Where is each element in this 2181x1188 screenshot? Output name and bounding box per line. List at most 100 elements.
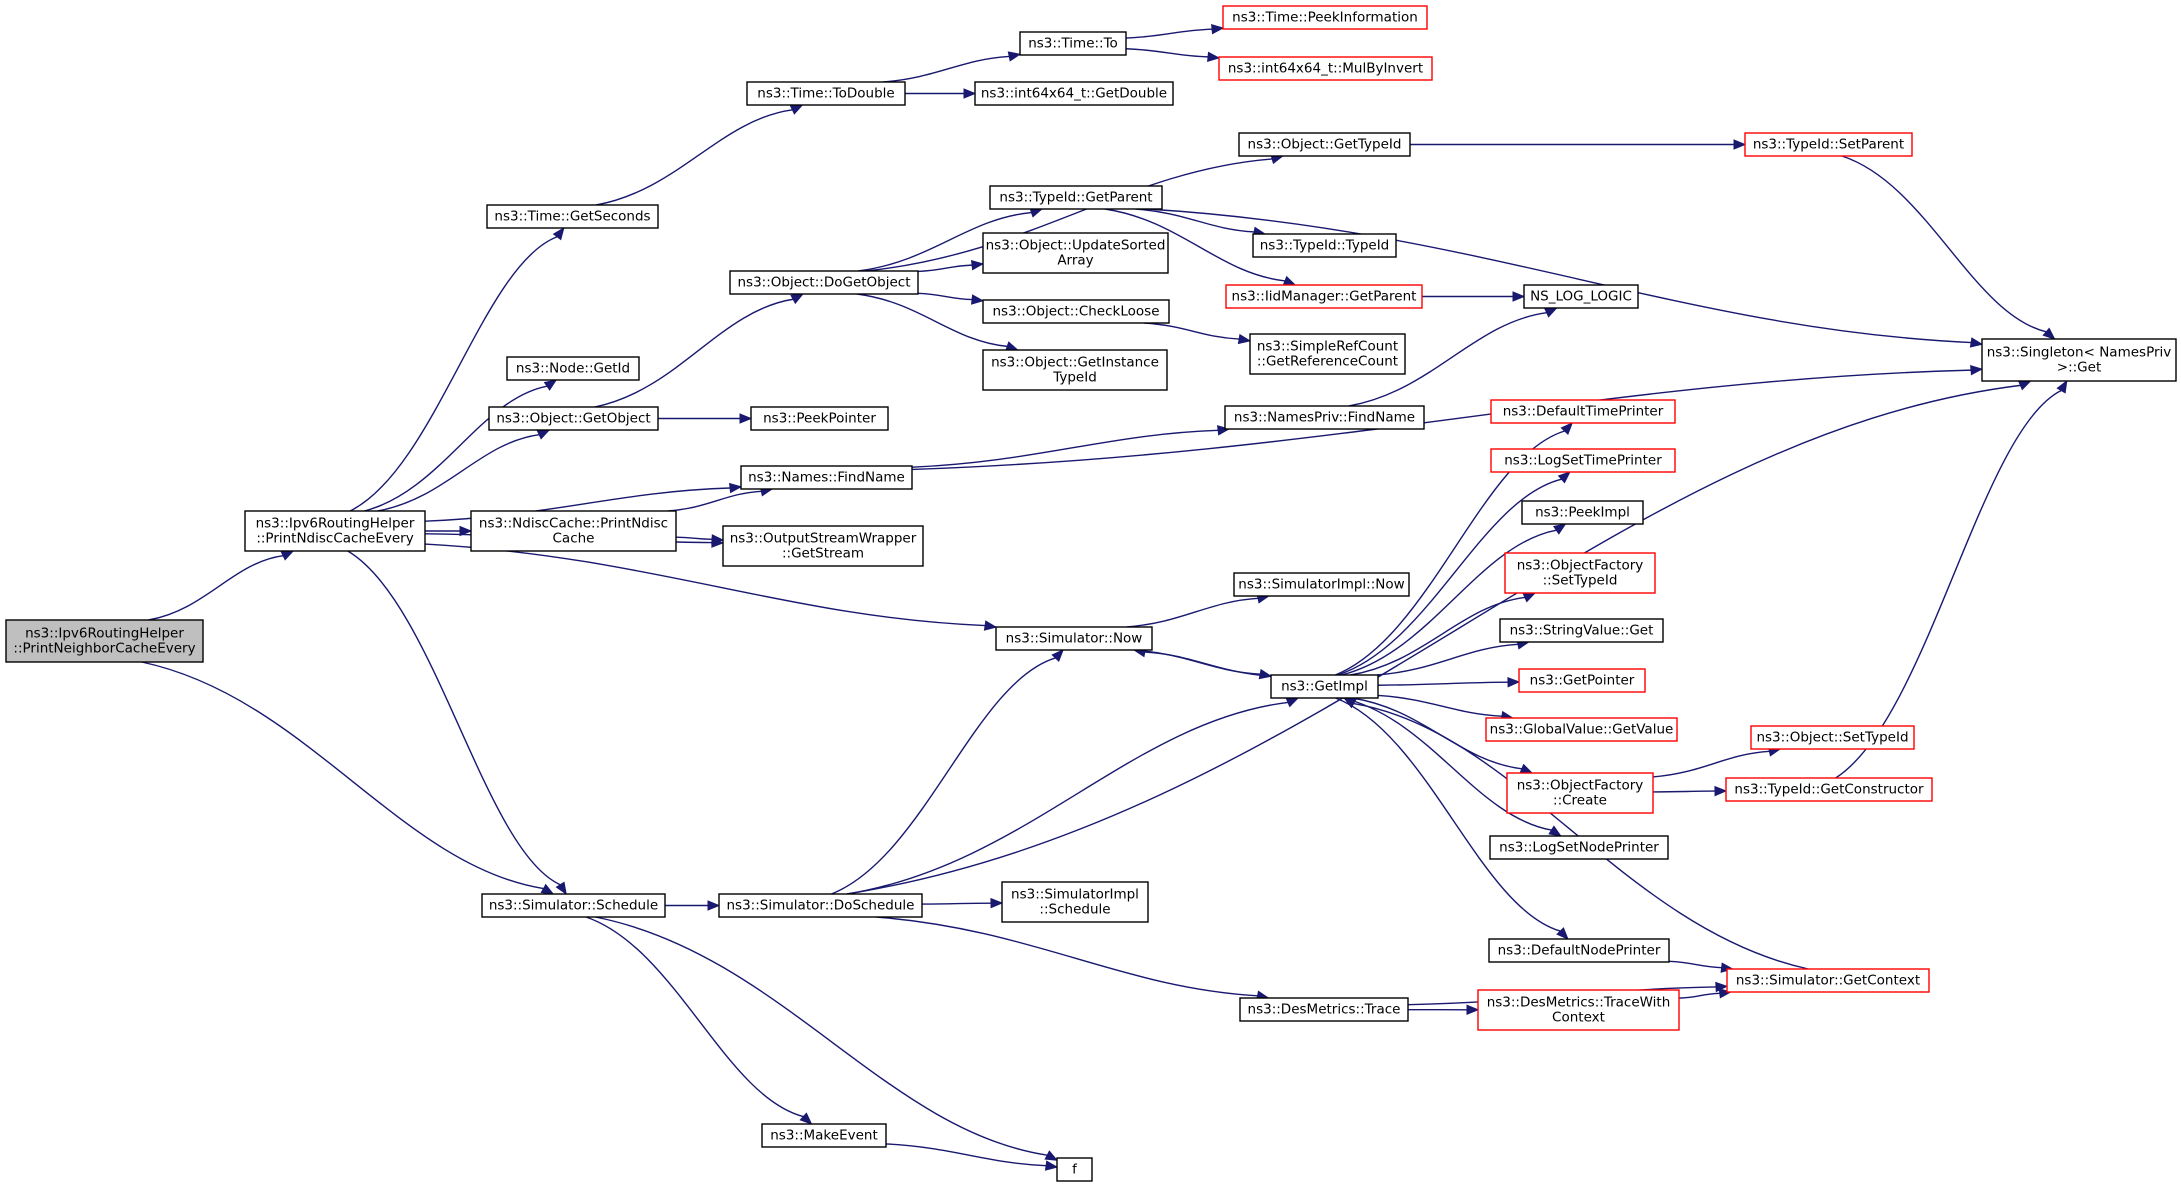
node-label: ::Create bbox=[1553, 793, 1607, 809]
node-nodeGetId[interactable]: ns3::Node::GetId bbox=[506, 356, 640, 381]
node-namesFind[interactable]: ns3::Names::FindName bbox=[740, 465, 913, 490]
node-label: ns3::Time::ToDouble bbox=[757, 86, 894, 102]
node-schedule[interactable]: ns3::Simulator::Schedule bbox=[481, 893, 666, 918]
node-getConstructor[interactable]: ns3::TypeId::GetConstructor bbox=[1725, 777, 1933, 802]
node-toDouble[interactable]: ns3::Time::ToDouble bbox=[746, 81, 906, 106]
edge-line bbox=[1348, 311, 1547, 407]
arrowhead-icon bbox=[1522, 592, 1537, 603]
node-makeEvent[interactable]: ns3::MakeEvent bbox=[761, 1123, 887, 1148]
node-nsLogLogic[interactable]: NS_LOG_LOGIC bbox=[1523, 284, 1639, 309]
node-printNdisc[interactable]: ns3::Ipv6RoutingHelper::PrintNdiscCacheE… bbox=[244, 510, 426, 552]
node-logSetTimePrinter[interactable]: ns3::LogSetTimePrinter bbox=[1490, 448, 1676, 473]
arrowhead-icon bbox=[1714, 785, 1728, 797]
arrowhead-icon bbox=[2017, 380, 2032, 391]
node-globalGetValue[interactable]: ns3::GlobalValue::GetValue bbox=[1485, 717, 1678, 742]
node-label: ns3::LogSetTimePrinter bbox=[1504, 453, 1662, 469]
node-root[interactable]: ns3::Ipv6RoutingHelper::PrintNeighborCac… bbox=[5, 619, 204, 663]
edge-line bbox=[1668, 960, 1722, 969]
node-getPointer[interactable]: ns3::GetPointer bbox=[1518, 668, 1646, 693]
node-logSetNodePrinter[interactable]: ns3::LogSetNodePrinter bbox=[1489, 835, 1669, 860]
arrowhead-icon bbox=[459, 525, 473, 537]
node-doSchedule[interactable]: ns3::Simulator::DoSchedule bbox=[718, 893, 923, 918]
edge-line bbox=[921, 902, 992, 905]
node-getContext[interactable]: ns3::Simulator::GetContext bbox=[1726, 968, 1930, 993]
node-defaultTimePrinter[interactable]: ns3::DefaultTimePrinter bbox=[1490, 399, 1676, 424]
node-label: ns3::Ipv6RoutingHelper bbox=[256, 516, 415, 532]
node-label: ns3::Object::SetTypeId bbox=[1756, 730, 1908, 746]
node-box bbox=[729, 270, 919, 295]
node-label: ns3::TypeId::TypeId bbox=[1260, 238, 1390, 254]
node-objSetTypeId[interactable]: ns3::Object::SetTypeId bbox=[1750, 725, 1915, 750]
node-box bbox=[244, 510, 426, 552]
node-mulByInvert[interactable]: ns3::int64x64_t::MulByInvert bbox=[1218, 56, 1433, 81]
node-ofCreate[interactable]: ns3::ObjectFactory::Create bbox=[1506, 772, 1654, 814]
node-box bbox=[989, 185, 1163, 210]
node-simImplNow[interactable]: ns3::SimulatorImpl::Now bbox=[1233, 572, 1410, 597]
edge-line bbox=[1678, 992, 1720, 999]
edge-line bbox=[1377, 694, 1502, 717]
node-now[interactable]: ns3::Simulator::Now bbox=[995, 626, 1153, 651]
node-typeGetParent[interactable]: ns3::TypeId::GetParent bbox=[989, 185, 1163, 210]
node-f[interactable]: f bbox=[1056, 1157, 1093, 1182]
node-box bbox=[481, 893, 666, 918]
node-singletonGet[interactable]: ns3::Singleton< NamesPriv>::Get bbox=[1981, 338, 2177, 382]
node-ofSetTypeId[interactable]: ns3::ObjectFactory::SetTypeId bbox=[1504, 552, 1656, 594]
node-label: ns3::Simulator::Schedule bbox=[489, 898, 658, 914]
edge-namesFind-to-namesPrivFind bbox=[911, 425, 1231, 468]
node-label: f bbox=[1072, 1162, 1078, 1178]
edge-line bbox=[882, 55, 1010, 83]
node-label: Context bbox=[1552, 1010, 1605, 1026]
node-setParent[interactable]: ns3::TypeId::SetParent bbox=[1744, 132, 1913, 157]
node-getSeconds[interactable]: ns3::Time::GetSeconds bbox=[486, 204, 659, 229]
node-checkLoose[interactable]: ns3::Object::CheckLoose bbox=[982, 299, 1170, 324]
node-label: ns3::ObjectFactory bbox=[1517, 778, 1644, 794]
node-namesPrivFind[interactable]: ns3::NamesPriv::FindName bbox=[1224, 405, 1425, 430]
node-getStream[interactable]: ns3::OutputStreamWrapper::GetStream bbox=[722, 525, 924, 567]
node-typeTypeId[interactable]: ns3::TypeId::TypeId bbox=[1252, 233, 1397, 258]
edge-line bbox=[1342, 697, 1552, 831]
node-label: ns3::Object::GetInstance bbox=[991, 355, 1159, 371]
node-getDouble[interactable]: ns3::int64x64_t::GetDouble bbox=[974, 81, 1174, 106]
edge-line bbox=[1126, 597, 1259, 628]
node-ndiscPrint[interactable]: ns3::NdiscCache::PrintNdiscCache bbox=[470, 510, 677, 552]
node-peekPointer[interactable]: ns3::PeekPointer bbox=[750, 406, 889, 431]
node-stringValueGet[interactable]: ns3::StringValue::Get bbox=[1499, 618, 1664, 643]
node-getRefCount[interactable]: ns3::SimpleRefCount::GetReferenceCount bbox=[1249, 333, 1406, 375]
node-box bbox=[982, 299, 1170, 324]
node-doGetObject[interactable]: ns3::Object::DoGetObject bbox=[729, 270, 919, 295]
arrowhead-icon bbox=[536, 429, 551, 440]
arrowhead-icon bbox=[1512, 291, 1526, 302]
arrowhead-icon bbox=[1282, 275, 1297, 286]
arrowhead-icon bbox=[1285, 697, 1300, 708]
node-label: NS_LOG_LOGIC bbox=[1530, 289, 1632, 305]
node-iidGetParent[interactable]: ns3::IidManager::GetParent bbox=[1225, 284, 1423, 309]
arrowhead-icon bbox=[1560, 422, 1574, 435]
node-label: ::SetTypeId bbox=[1543, 573, 1618, 589]
edge-line bbox=[876, 916, 1258, 997]
node-box bbox=[1485, 717, 1678, 742]
node-label: ::GetReferenceCount bbox=[1257, 354, 1398, 370]
node-defaultNodePrinter[interactable]: ns3::DefaultNodePrinter bbox=[1488, 938, 1670, 963]
node-label: ns3::SimulatorImpl bbox=[1011, 887, 1139, 903]
node-objGetTypeId[interactable]: ns3::Object::GetTypeId bbox=[1238, 132, 1411, 157]
node-peekInfo[interactable]: ns3::Time::PeekInformation bbox=[1222, 5, 1428, 30]
node-simImplSchedule[interactable]: ns3::SimulatorImpl::Schedule bbox=[1001, 881, 1149, 923]
edge-line bbox=[377, 433, 540, 512]
arrowhead-icon bbox=[983, 620, 998, 631]
node-label: ns3::SimpleRefCount bbox=[1257, 339, 1398, 355]
edge-getImpl-to-stringValueGet bbox=[1377, 639, 1531, 676]
node-desTrace[interactable]: ns3::DesMetrics::Trace bbox=[1239, 997, 1409, 1022]
node-timeTo[interactable]: ns3::Time::To bbox=[1019, 31, 1127, 56]
edge-line bbox=[856, 293, 1008, 348]
edge-getImpl-to-getPointer bbox=[1377, 676, 1521, 688]
edge-defaultNodePrinter-to-getContext bbox=[1668, 960, 1734, 973]
node-peekImpl[interactable]: ns3::PeekImpl bbox=[1521, 500, 1644, 525]
node-getImpl[interactable]: ns3::GetImpl bbox=[1270, 674, 1379, 699]
node-label: ns3::Time::GetSeconds bbox=[494, 209, 650, 225]
nodes-layer: ns3::Ipv6RoutingHelper::PrintNeighborCac… bbox=[5, 5, 2177, 1182]
edge-ofCreate-to-objSetTypeId bbox=[1652, 746, 1782, 778]
node-getObject[interactable]: ns3::Object::GetObject bbox=[488, 406, 659, 431]
